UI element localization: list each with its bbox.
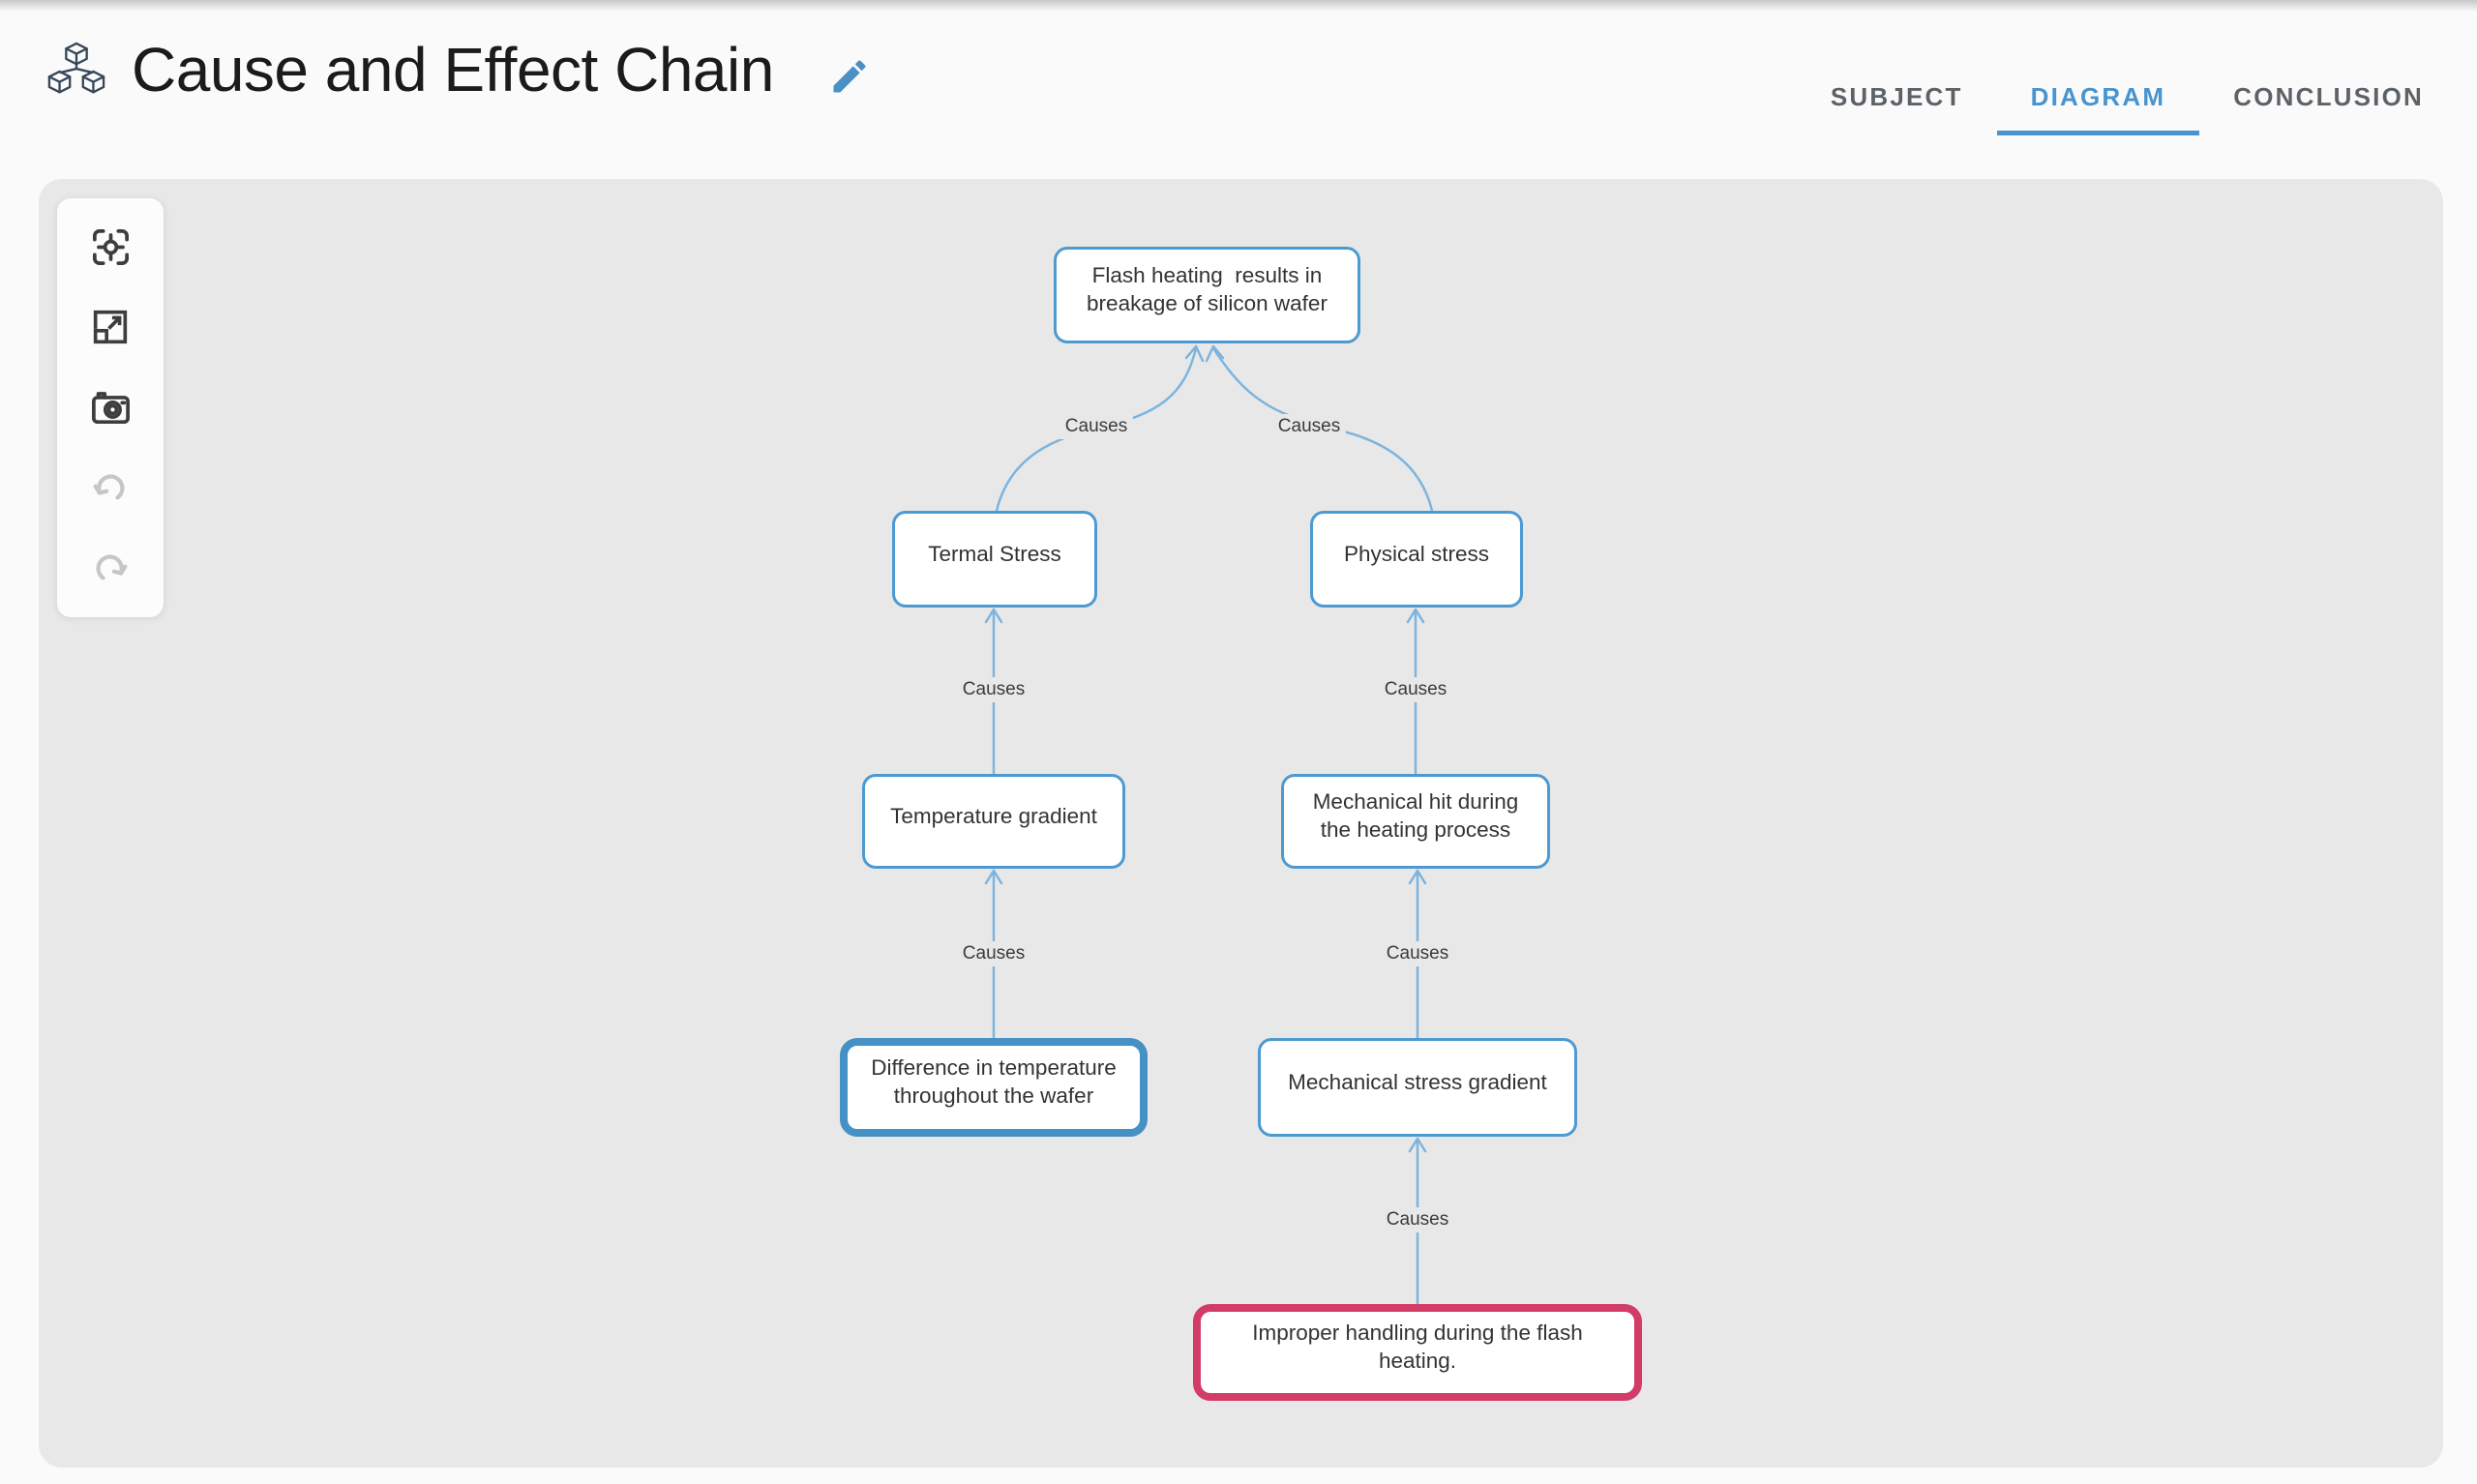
page-title: Cause and Effect Chain (132, 35, 774, 104)
edge-label: Causes (1380, 941, 1455, 966)
tab-bar: SUBJECT DIAGRAM CONCLUSION (1797, 58, 2458, 135)
pencil-icon (833, 59, 866, 92)
camera-icon (91, 392, 130, 425)
connector-layer (984, 344, 1434, 1306)
tab-diagram[interactable]: DIAGRAM (1996, 58, 2200, 135)
canvas-toolbar (57, 198, 164, 617)
tab-diagram-label: DIAGRAM (2030, 81, 2166, 111)
fit-view-button[interactable] (57, 208, 164, 285)
edit-title-button[interactable] (824, 52, 875, 103)
node-improper-handling[interactable]: Improper handling during the flash heati… (1193, 1304, 1642, 1401)
active-tab-indicator (1996, 131, 2200, 135)
redo-icon (96, 554, 128, 580)
expand-icon (93, 311, 128, 344)
edge-label: Causes (956, 941, 1031, 966)
node-temperature-difference[interactable]: Difference in temperature throughout the… (840, 1038, 1148, 1137)
tab-subject[interactable]: SUBJECT (1797, 58, 1997, 135)
app-logo-cubes-icon (47, 42, 105, 94)
node-thermal-stress[interactable]: Termal Stress (892, 511, 1097, 608)
diagram-canvas[interactable]: Flash heating results in breakage of sil… (39, 179, 2443, 1468)
tab-conclusion[interactable]: CONCLUSION (2199, 58, 2458, 135)
tab-subject-label: SUBJECT (1830, 81, 1963, 111)
tab-conclusion-label: CONCLUSION (2233, 81, 2424, 111)
edge-label: Causes (1378, 677, 1453, 702)
edge-label: Causes (1271, 414, 1347, 439)
redo-button[interactable] (57, 530, 164, 608)
edge-label: Causes (1059, 414, 1134, 439)
edge-label: Causes (1380, 1207, 1455, 1232)
expand-button[interactable] (57, 288, 164, 366)
fit-view-icon (92, 228, 129, 265)
undo-button[interactable] (57, 450, 164, 527)
screenshot-button[interactable] (57, 370, 164, 447)
undo-icon (93, 474, 125, 500)
node-mechanical-hit[interactable]: Mechanical hit during the heating proces… (1281, 774, 1550, 869)
header: Cause and Effect Chain SUBJECT DIAGRAM C… (0, 0, 2477, 179)
node-temperature-gradient[interactable]: Temperature gradient (862, 774, 1125, 869)
node-effect[interactable]: Flash heating results in breakage of sil… (1054, 247, 1360, 343)
edge-label: Causes (956, 677, 1031, 702)
node-physical-stress[interactable]: Physical stress (1310, 511, 1523, 608)
node-mechanical-stress-gradient[interactable]: Mechanical stress gradient (1258, 1038, 1577, 1137)
